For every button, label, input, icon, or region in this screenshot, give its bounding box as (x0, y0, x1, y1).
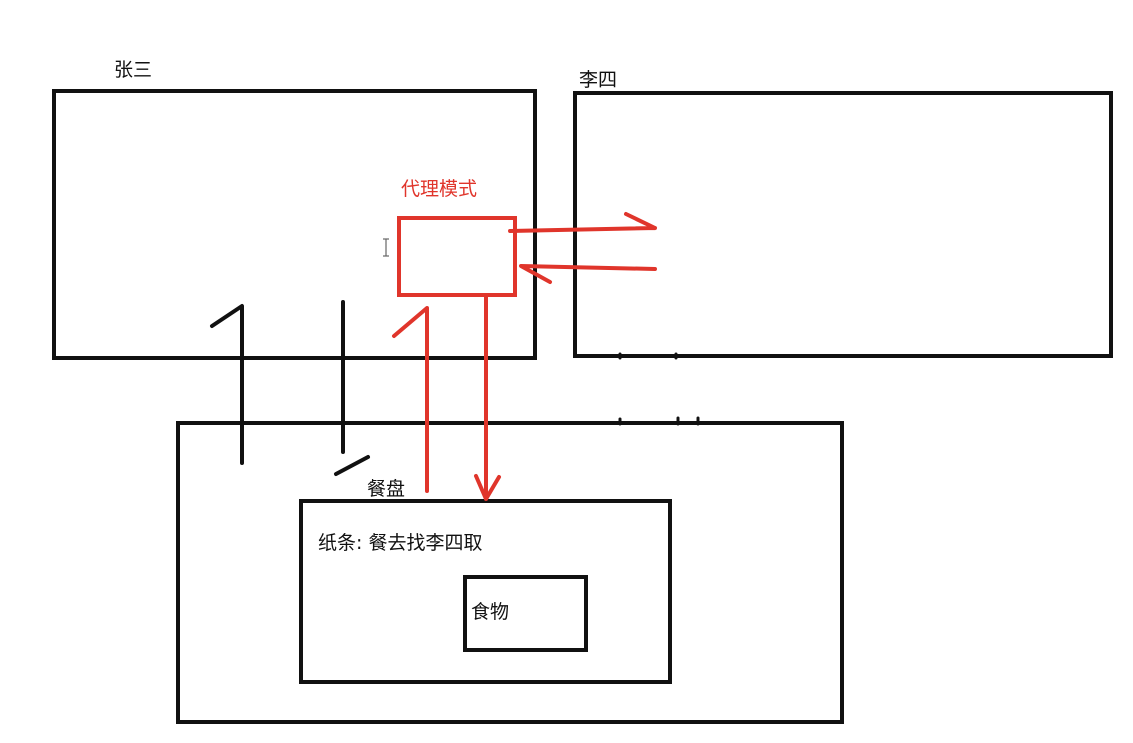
black-stroke-left (210, 304, 244, 465)
tray-label: 餐盘 (367, 478, 406, 500)
lisi-label: 李四 (579, 69, 618, 91)
text-cursor-icon (383, 238, 389, 257)
tick-marks (618, 352, 700, 426)
proxy-box (397, 216, 517, 297)
tray-box (299, 499, 672, 684)
arrow-tray-to-proxy (392, 306, 429, 493)
food-label: 食物 (471, 601, 510, 623)
zhangsan-label: 张三 (114, 59, 153, 81)
tray-outer-box (176, 421, 844, 724)
note-label: 纸条: 餐去找李四取 (318, 532, 483, 554)
lisi-box (573, 91, 1113, 358)
black-stroke-right (334, 300, 370, 476)
arrow-lisi-to-proxy (519, 264, 657, 284)
proxy-label: 代理模式 (401, 178, 478, 200)
arrow-proxy-to-lisi (508, 212, 657, 233)
zhangsan-box (52, 89, 537, 360)
food-box (463, 575, 588, 652)
arrow-proxy-to-tray (474, 295, 501, 501)
